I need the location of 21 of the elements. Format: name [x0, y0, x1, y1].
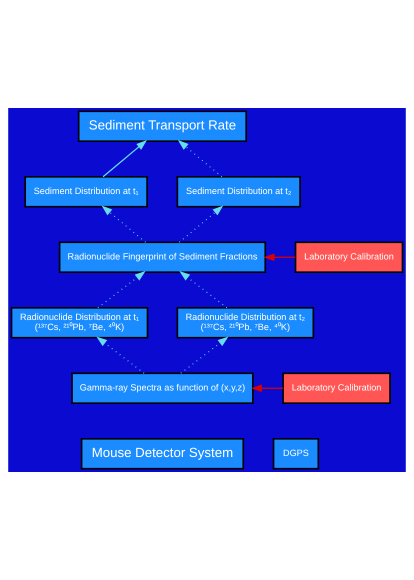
- arrow: [102, 140, 147, 178]
- arrow: [178, 140, 222, 178]
- node-box: Radionuclide Distribution at t₁ (¹³⁷Cs, ²¹⁰Pb, ⁷Be, ⁴⁰K): [10, 307, 148, 338]
- node-box: Sediment Transport Rate: [78, 110, 248, 142]
- arrow: [96, 336, 144, 374]
- node-box: Laboratory Calibration: [294, 242, 404, 273]
- arrow: [251, 384, 283, 392]
- arrow: [180, 336, 228, 374]
- arrow: [178, 206, 224, 243]
- arrow: [179, 271, 228, 308]
- node-box: Laboratory Calibration: [282, 372, 391, 404]
- arrow: [98, 271, 146, 308]
- node-box: Sediment Distribution at t₂: [176, 176, 301, 208]
- arrow: [102, 206, 146, 243]
- node-box: Radionuclide Distribution at t₂ (¹³⁷Cs, ²¹⁰Pb, ⁷Be, ⁴⁰K): [176, 307, 314, 338]
- node-box: Mouse Detector System: [80, 438, 244, 470]
- node-box: Gamma-ray Spectra as function of (x,y,z): [71, 372, 254, 404]
- node-box: Radionuclide Fingerprint of Sediment Fractions: [58, 242, 266, 273]
- arrow: [264, 253, 296, 262]
- node-box: DGPS: [272, 438, 320, 470]
- node-box: Sediment Distribution at t₁: [24, 176, 148, 208]
